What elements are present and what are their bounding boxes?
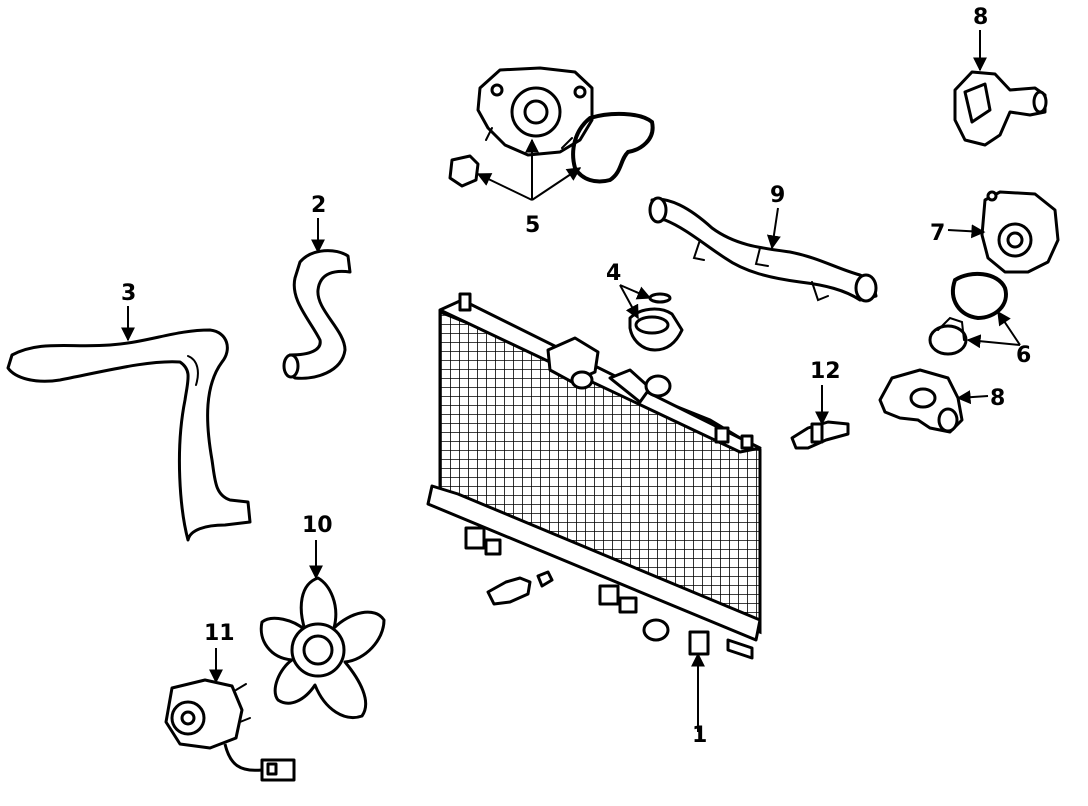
coolant-temperature-sensor	[790, 420, 850, 450]
callout-4: 4	[606, 261, 621, 286]
callout-8-top: 8	[973, 5, 988, 30]
callout-12: 12	[810, 359, 841, 384]
callout-1: 1	[692, 723, 707, 748]
radiator-cap	[628, 292, 684, 352]
callout-2: 2	[311, 193, 326, 218]
callout-6: 6	[1016, 343, 1031, 368]
thermostat-gasket	[951, 271, 1008, 321]
water-passage-pipe	[648, 196, 878, 303]
callout-8-mid: 8	[990, 386, 1005, 411]
lower-radiator-hose	[6, 328, 252, 542]
upper-radiator-hose	[282, 249, 352, 380]
callout-5: 5	[525, 213, 540, 238]
radiator	[426, 292, 762, 660]
callout-10: 10	[302, 513, 333, 538]
drain-plug	[486, 570, 554, 606]
water-outlet	[878, 368, 964, 434]
water-pump-o-ring	[448, 154, 480, 188]
callout-7: 7	[930, 221, 945, 246]
cooling-fan	[259, 576, 386, 719]
thermostat-cover	[980, 190, 1060, 274]
callout-3: 3	[121, 281, 136, 306]
thermostat	[928, 316, 968, 356]
callout-11: 11	[204, 621, 235, 646]
water-pump	[476, 66, 594, 157]
callout-9: 9	[770, 183, 785, 208]
thermostat-housing-top	[953, 70, 1048, 147]
water-pump-gasket	[571, 111, 655, 184]
